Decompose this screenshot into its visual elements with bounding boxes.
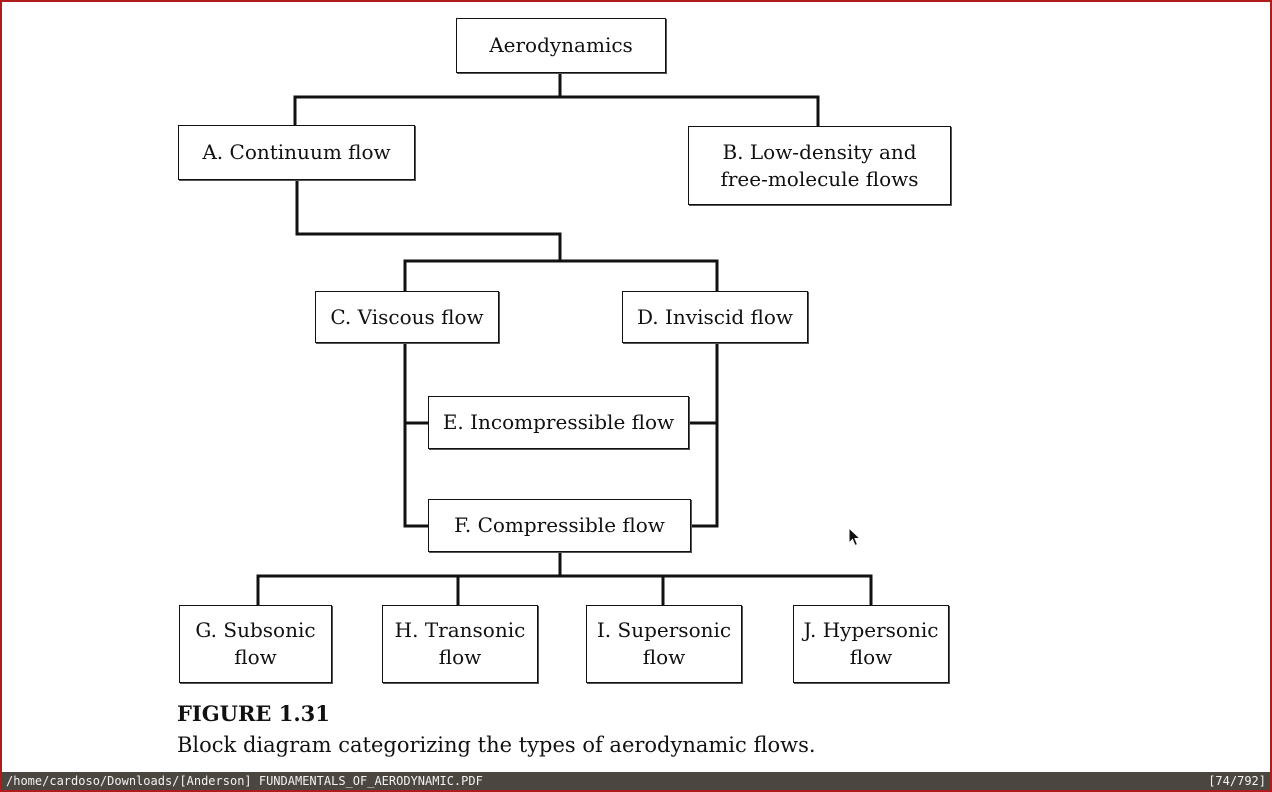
- box-supersonic-line-1: I. Supersonic: [596, 618, 732, 642]
- box-supersonic-flow: I. Supersonic flow: [586, 605, 742, 683]
- box-viscous-flow: C. Viscous flow: [315, 291, 499, 343]
- pdf-page[interactable]: Aerodynamics A. Continuum flow B. Low-de…: [2, 2, 1270, 772]
- box-low-density-flow: B. Low-density and free-molecule flows: [688, 126, 951, 205]
- figure-number: FIGURE 1.31: [177, 701, 330, 726]
- box-transonic-line-2: flow: [438, 645, 482, 669]
- page-indicator: [74/792]: [1208, 774, 1266, 788]
- figure-caption: Block diagram categorizing the types of …: [177, 733, 816, 757]
- box-incompressible-flow: E. Incompressible flow: [428, 396, 689, 449]
- box-continuum-flow: A. Continuum flow: [178, 125, 415, 180]
- box-supersonic-line-2: flow: [642, 645, 686, 669]
- box-low-density-line-1: B. Low-density and: [722, 139, 917, 164]
- status-bar: /home/cardoso/Downloads/[Anderson] FUNDA…: [2, 772, 1270, 790]
- mouse-pointer-icon: [848, 527, 862, 547]
- box-compressible-flow-label: F. Compressible flow: [454, 513, 665, 537]
- box-subsonic-line-2: flow: [234, 645, 277, 669]
- connector-lines: [256, 71, 873, 607]
- box-inviscid-flow: D. Inviscid flow: [622, 291, 808, 343]
- box-aerodynamics: Aerodynamics: [456, 18, 666, 73]
- box-compressible-flow: F. Compressible flow: [428, 499, 691, 552]
- box-hypersonic-line-1: J. Hypersonic: [803, 618, 939, 642]
- box-continuum-flow-label: A. Continuum flow: [202, 140, 391, 164]
- box-low-density-line-2: free-molecule flows: [720, 166, 919, 191]
- box-aerodynamics-label: Aerodynamics: [489, 33, 633, 57]
- box-transonic-line-1: H. Transonic: [394, 618, 526, 642]
- box-transonic-flow: H. Transonic flow: [382, 605, 538, 683]
- box-incompressible-flow-label: E. Incompressible flow: [442, 410, 675, 434]
- box-subsonic-flow: G. Subsonic flow: [179, 605, 332, 683]
- box-inviscid-flow-label: D. Inviscid flow: [636, 304, 794, 329]
- box-viscous-flow-label: C. Viscous flow: [330, 304, 484, 329]
- box-subsonic-line-1: G. Subsonic: [195, 618, 316, 642]
- box-hypersonic-line-2: flow: [849, 645, 893, 669]
- box-hypersonic-flow: J. Hypersonic flow: [793, 605, 949, 683]
- file-path: /home/cardoso/Downloads/[Anderson] FUNDA…: [6, 774, 483, 788]
